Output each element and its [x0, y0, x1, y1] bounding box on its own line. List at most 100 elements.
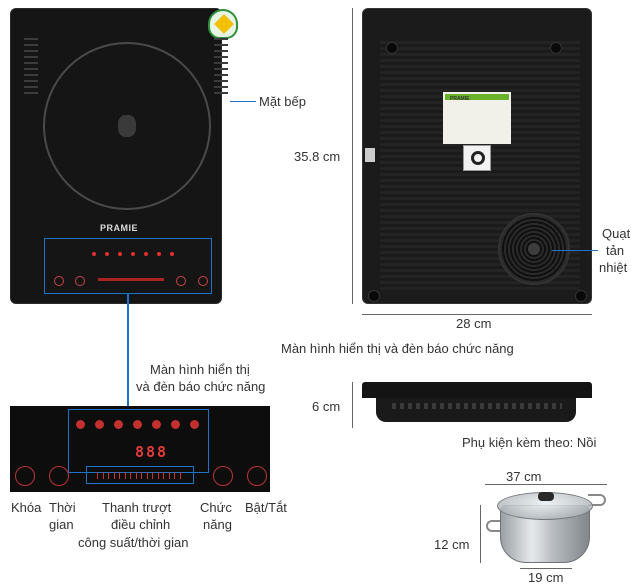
vent-slot	[214, 50, 228, 52]
certification-badge-icon	[208, 9, 238, 39]
top-indicator-light	[157, 252, 161, 256]
accessory-caption: Phụ kiện kèm theo: Nồi	[462, 435, 597, 450]
top-touch-button	[176, 276, 186, 286]
mode-indicator-icon	[76, 420, 85, 429]
vent-slot	[24, 86, 38, 88]
pot-handle-left	[486, 520, 504, 532]
fan-hub	[528, 243, 540, 255]
vent-slot	[24, 80, 38, 82]
power-time-slider[interactable]	[86, 466, 194, 484]
vent-slot	[214, 62, 228, 64]
slider-tick	[135, 472, 137, 479]
vent-slot	[214, 44, 228, 46]
thickness-dimension-line	[352, 382, 353, 428]
slider-tick	[157, 472, 159, 479]
height-dimension-line	[352, 8, 353, 304]
control-panel-highlight	[44, 238, 212, 294]
function-label-2: năng	[203, 517, 232, 532]
fan-label-3: nhiệt	[599, 260, 628, 275]
fan-label-1: Quạt	[602, 226, 631, 241]
slider-label-3: công suất/thời gian	[78, 535, 189, 550]
slider-tick	[152, 472, 153, 479]
mode-indicator-icon	[171, 420, 180, 429]
display-callout-line1: Màn hình hiển thị	[150, 362, 250, 377]
vent-slot	[214, 68, 228, 70]
function-button-icon[interactable]	[213, 466, 233, 486]
callout-connector	[127, 294, 129, 406]
function-label-1: Chức	[200, 500, 232, 515]
slider-label-2: điều chỉnh	[111, 517, 171, 532]
top-indicator-light	[170, 252, 174, 256]
vent-slot	[24, 74, 38, 76]
display-callout-line2: và đèn báo chức năng	[136, 379, 266, 394]
timer-button-icon[interactable]	[49, 466, 69, 486]
rubber-foot	[550, 42, 562, 54]
top-touch-button	[54, 276, 64, 286]
rating-plate-brand: PRAMIE	[450, 96, 470, 102]
pot-diameter: 37 cm	[506, 469, 542, 484]
power-button-icon[interactable]	[247, 466, 267, 486]
pot-handle-right	[588, 494, 606, 506]
slider-tick	[113, 472, 115, 479]
vent-slot	[24, 92, 38, 94]
top-indicator-light	[131, 252, 135, 256]
mode-indicator-icon	[95, 420, 104, 429]
height-dimension: 35.8 cm	[294, 149, 341, 164]
vent-slot	[214, 56, 228, 58]
vent-slot	[214, 86, 228, 88]
pot-base-line	[520, 568, 572, 569]
vent-slot	[24, 62, 38, 64]
display-indicator-highlight	[68, 409, 209, 473]
slider-tick	[146, 472, 148, 479]
rubber-foot	[575, 290, 587, 302]
vent-slot	[24, 56, 38, 58]
top-touch-button	[198, 276, 208, 286]
top-indicator-light	[118, 252, 122, 256]
rating-plate	[443, 92, 511, 144]
pot-diameter-line	[485, 484, 607, 485]
vent-slot	[214, 38, 228, 40]
vent-slot	[214, 74, 228, 76]
cooking-zone-ring	[43, 42, 211, 210]
thickness-dimension: 6 cm	[312, 399, 341, 414]
top-power-slider	[98, 278, 164, 281]
slider-label-1: Thanh trượt	[102, 500, 172, 515]
vent-slot	[24, 44, 38, 46]
pot-base: 19 cm	[528, 570, 564, 585]
qc-sticker-icon	[463, 145, 491, 171]
lock-button-icon[interactable]	[15, 466, 35, 486]
width-dimension-line	[362, 314, 592, 315]
mode-indicator-icon	[114, 420, 123, 429]
cooking-surface-leader	[230, 101, 256, 102]
slider-tick	[108, 472, 109, 479]
vent-slot	[24, 50, 38, 52]
rubber-foot	[368, 290, 380, 302]
rubber-foot	[386, 42, 398, 54]
timer-label-1: Thời	[49, 500, 76, 515]
top-touch-button	[75, 276, 85, 286]
side-vents	[392, 403, 562, 409]
cooktop-side-body	[376, 398, 576, 422]
slider-tick	[130, 472, 131, 479]
top-indicator-light	[144, 252, 148, 256]
width-dimension: 28 cm	[456, 316, 492, 331]
digital-display: 888	[135, 443, 169, 461]
top-indicator-light	[105, 252, 109, 256]
slider-tick	[97, 472, 98, 479]
mode-indicator-icon	[152, 420, 161, 429]
vent-slot	[24, 68, 38, 70]
slider-tick	[102, 472, 104, 479]
vent-slot	[214, 80, 228, 82]
fan-label-2: tản	[606, 243, 625, 258]
display-caption: Màn hình hiển thị và đèn báo chức năng	[281, 341, 514, 356]
pot-height-line	[480, 505, 481, 563]
slider-tick	[168, 472, 170, 479]
slider-tick	[124, 472, 126, 479]
pot-lid-knob	[538, 492, 554, 501]
vent-slot	[214, 92, 228, 94]
lock-label: Khóa	[11, 500, 42, 515]
top-indicator-light	[92, 252, 96, 256]
side-clip	[365, 148, 375, 162]
slider-tick	[119, 472, 120, 479]
slider-tick	[179, 472, 181, 479]
